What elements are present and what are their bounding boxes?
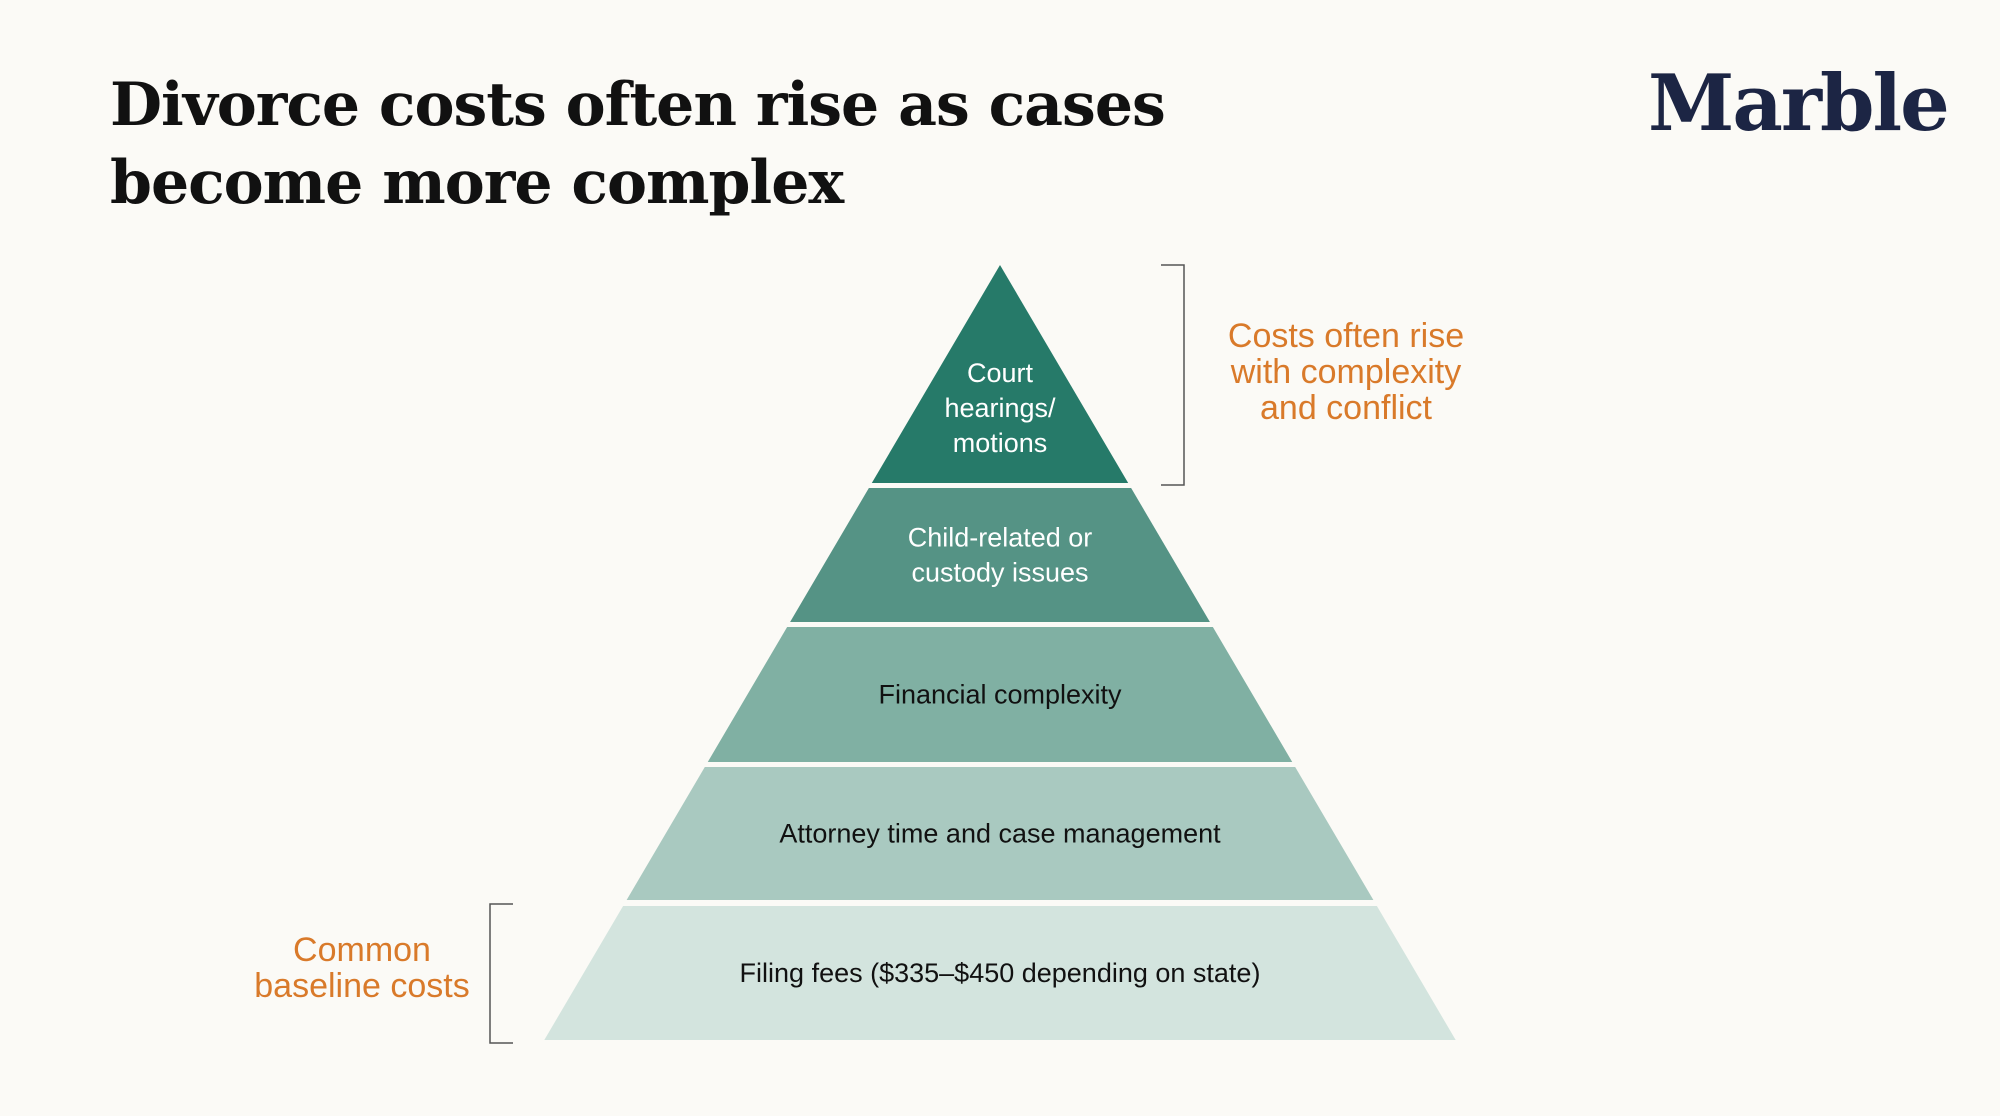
- top-note-line: and conflict: [1260, 389, 1432, 427]
- pyramid-tier-5: [544, 906, 1456, 1040]
- pyramid-tier-4: [626, 767, 1374, 900]
- tier-label: hearings/: [944, 393, 1056, 423]
- bottom-bracket: [489, 903, 513, 1044]
- tier-label: motions: [953, 428, 1048, 458]
- bottom-note: Common baseline costs: [220, 932, 504, 1004]
- top-note-line: with complexity: [1230, 353, 1462, 391]
- pyramid-tier-2: [790, 488, 1210, 622]
- top-note-line: Costs often rise: [1227, 317, 1465, 355]
- page-title: Divorce costs often rise as cases become …: [110, 66, 1166, 222]
- top-bracket: [1161, 264, 1185, 486]
- tier-label: Attorney time and case management: [779, 819, 1221, 849]
- top-note: Costs often rise with complexity and con…: [1196, 318, 1496, 426]
- pyramid-tier-1: [871, 265, 1129, 483]
- tier-label: Court: [967, 358, 1034, 388]
- title-line-1: Divorce costs often rise as cases: [110, 70, 1166, 140]
- title-line-2: become more complex: [110, 148, 844, 218]
- tier-label: Financial complexity: [878, 680, 1122, 710]
- tier-label: Filing fees ($335–$450 depending on stat…: [740, 958, 1261, 988]
- tier-label: custody issues: [911, 558, 1088, 588]
- tier-label: Child-related or: [908, 523, 1093, 553]
- marble-logo: Marble: [1648, 58, 1950, 149]
- bottom-note-line: baseline costs: [254, 967, 470, 1005]
- bottom-note-line: Common: [293, 931, 431, 969]
- pyramid-tier-3: [707, 627, 1293, 762]
